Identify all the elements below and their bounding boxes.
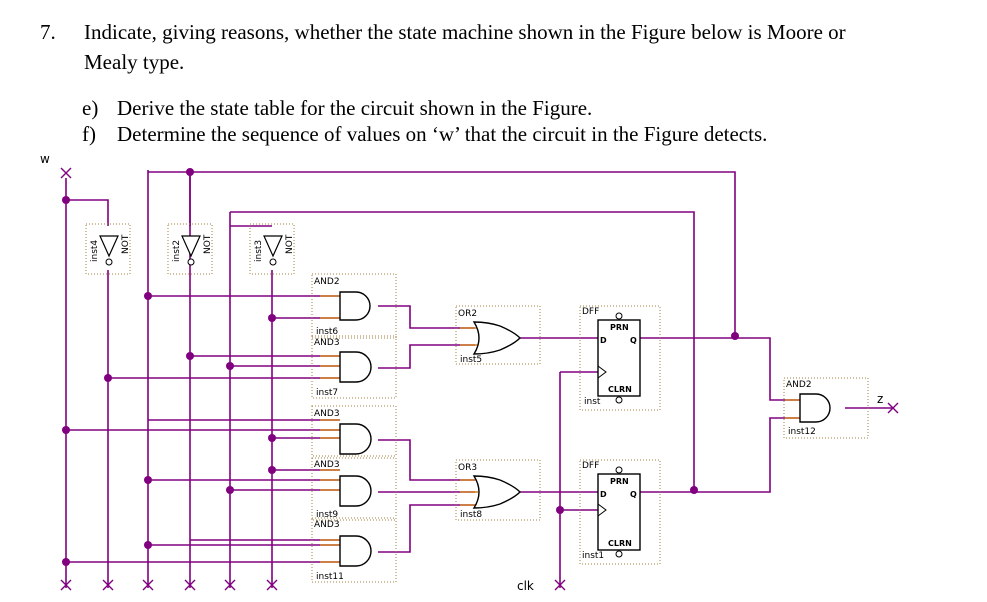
- not-gate-inst3: inst3 NOT: [249, 223, 295, 275]
- wires: [65, 170, 892, 588]
- not-gate-type-label: NOT: [203, 234, 213, 254]
- and-gate-type-label: AND3: [314, 460, 340, 470]
- dff-q-label: Q: [630, 490, 637, 499]
- question-number: 7.: [40, 20, 56, 44]
- or-gate-inst8: OR3 inst8: [455, 459, 541, 521]
- or-gate-inst-label: inst8: [460, 510, 482, 520]
- and-gate-inst-label: inst11: [316, 572, 344, 582]
- or-gate-inst-label: inst5: [460, 355, 482, 365]
- or-gate-inst5: OR2 inst5: [455, 305, 541, 365]
- part-f-label: f): [82, 122, 96, 146]
- or-gate-type-label: OR3: [458, 463, 477, 473]
- not-gate-inst4: inst4 NOT: [85, 223, 131, 275]
- part-e-label: e): [82, 96, 99, 120]
- not-gate-type-label: NOT: [121, 234, 131, 254]
- dff-clrn-label: CLRN: [608, 539, 632, 548]
- not-gate-inst-label: inst4: [90, 240, 100, 262]
- and-gate-inst6: AND2 inst6: [311, 273, 397, 339]
- junction-dots: [62, 168, 739, 566]
- dff-type-label: DFF: [582, 461, 599, 471]
- dff-inst: DFF PRN D Q CLRN inst: [579, 305, 661, 411]
- dff-inst-label: inst: [584, 397, 601, 407]
- not-gate-type-label: NOT: [285, 234, 295, 254]
- and-gate-inst-label: inst7: [316, 388, 338, 398]
- dff-type-label: DFF: [582, 307, 599, 317]
- clock-label: clk: [517, 579, 534, 593]
- not-gate-inst-label: inst2: [172, 240, 182, 262]
- and-gate-inst12: AND2 inst12: [783, 377, 869, 439]
- and-gate-inst-label: inst9: [316, 510, 338, 520]
- input-w-label: w: [40, 152, 50, 166]
- dff-d-label: D: [600, 490, 607, 499]
- part-f-text: Determine the sequence of values on ‘w’ …: [117, 122, 768, 146]
- and-gate-type-label: AND3: [314, 338, 340, 348]
- and-gate-type-label: AND3: [314, 520, 340, 530]
- and-gate-inst9: AND3 inst9: [311, 457, 397, 521]
- dff-prn-label: PRN: [610, 477, 629, 486]
- or-gate-type-label: OR2: [458, 309, 477, 319]
- and-gate-type-label: AND2: [314, 277, 340, 287]
- and-gate-inst7: AND3 inst7: [311, 335, 397, 399]
- question-line-1: Indicate, giving reasons, whether the st…: [84, 20, 846, 44]
- question-line-2: Mealy type.: [84, 50, 185, 74]
- pin-markers: [60, 167, 899, 591]
- not-gate-inst2: inst2 NOT: [167, 223, 213, 275]
- part-e-text: Derive the state table for the circuit s…: [117, 96, 593, 120]
- dff-inst-label: inst1: [582, 551, 604, 561]
- and-gate-3: AND3: [311, 405, 397, 457]
- and-gate-inst-label: inst6: [316, 327, 338, 337]
- output-z-label: z: [877, 392, 883, 406]
- and-gate-inst11: AND3 inst11: [311, 517, 397, 583]
- dff-q-label: Q: [630, 336, 637, 345]
- and-gate-type-label: AND2: [786, 380, 812, 390]
- and-gate-type-label: AND3: [314, 409, 340, 419]
- pin-stubs: [320, 295, 800, 563]
- dff-prn-label: PRN: [610, 323, 629, 332]
- dff-clrn-label: CLRN: [608, 385, 632, 394]
- dff-inst1: DFF PRN D Q CLRN inst1: [579, 459, 661, 565]
- not-gate-inst-label: inst3: [254, 240, 264, 262]
- and-gate-inst-label: inst12: [788, 427, 816, 437]
- dff-d-label: D: [600, 336, 607, 345]
